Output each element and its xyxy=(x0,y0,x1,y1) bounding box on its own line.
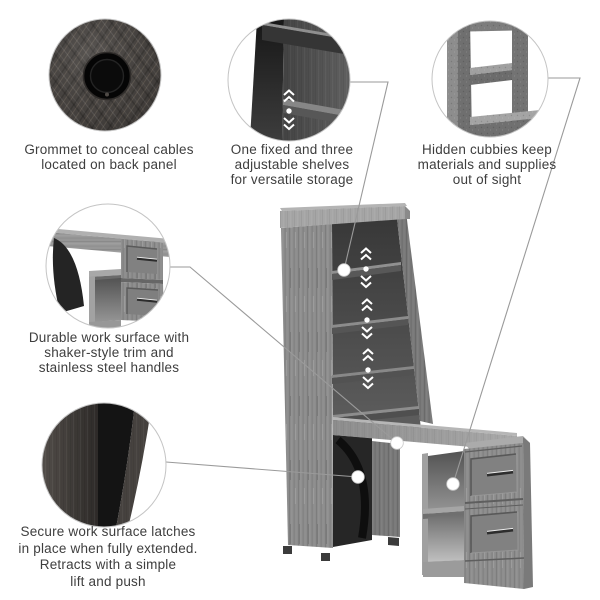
leader-lines xyxy=(165,77,581,485)
bookcase-foot-left xyxy=(283,546,292,554)
chevron-up-down-icon-closeup xyxy=(283,89,295,131)
worksurface-closeup-cubby xyxy=(95,278,121,322)
bookcase-top-right-cap xyxy=(405,206,410,219)
cabinet-right-side xyxy=(523,437,533,589)
callout-circle-grommet xyxy=(48,18,162,132)
callout-dot-shelf xyxy=(337,263,351,277)
chevron-up-down-icon-2 xyxy=(361,298,373,340)
bookcase-foot-right xyxy=(321,553,330,561)
callout-circle-shelves xyxy=(227,18,351,142)
caption-cubbies: Hidden cubbies keep materials and suppli… xyxy=(417,142,557,187)
cabinet-cubbies xyxy=(422,451,464,577)
cubby-bottom xyxy=(423,560,464,577)
leader-cubbies xyxy=(452,77,581,485)
drawer-top-handle xyxy=(486,470,514,477)
cubby-opening-bottom xyxy=(428,514,464,562)
caption-work-surface: Durable work surface with shaker-style t… xyxy=(28,330,190,375)
adjustable-shelf-3 xyxy=(332,366,414,384)
callout-dot-desk xyxy=(390,436,404,450)
cabinet-top xyxy=(464,436,530,450)
callout-dots xyxy=(337,263,460,491)
bookcase-top-surface xyxy=(280,203,407,211)
bookcase-right-panel xyxy=(397,212,433,424)
desk-top-sliver xyxy=(333,417,517,436)
callout-dot-latch xyxy=(351,470,365,484)
callout-circle-latch xyxy=(41,402,167,528)
worksurface-closeup-drawer2 xyxy=(126,287,159,316)
shelf-closeup-side-wall xyxy=(250,19,284,141)
callout-circle-cubbies xyxy=(431,20,549,138)
adjustable-shelf-indicator-icons xyxy=(360,247,374,390)
chevron-up-down-icon-3 xyxy=(362,348,374,390)
callout-dot-cubby xyxy=(446,477,460,491)
leader-shelves xyxy=(343,81,389,271)
bookcase xyxy=(280,203,433,561)
leader-work-surface xyxy=(170,266,398,444)
desk-leg xyxy=(372,441,400,537)
caption-latch: Secure work surface latches in place whe… xyxy=(18,524,198,589)
shelf-closeup-top-shelf xyxy=(262,25,350,55)
drawer-gap-lines xyxy=(464,445,525,562)
adjustable-shelf-2 xyxy=(332,316,408,334)
drawer-cabinet xyxy=(422,436,533,589)
leader-latch xyxy=(165,461,359,478)
leg-foot xyxy=(388,537,399,546)
worksurface-closeup-drawer1 xyxy=(126,245,158,274)
cubby-closeup-left-stile xyxy=(447,21,472,137)
drawer-bottom xyxy=(470,511,519,554)
cubby-closeup-top-rail xyxy=(444,21,540,32)
shelf-closeup-mid-shelf xyxy=(283,105,350,125)
caption-grommet: Grommet to conceal cables located on bac… xyxy=(24,142,194,172)
latch-closeup-black-arm xyxy=(98,403,135,527)
drawer-top xyxy=(470,453,518,497)
callout-circle-work-surface xyxy=(45,203,171,329)
caption-shelves: One fixed and three adjustable shelves f… xyxy=(230,142,354,187)
cubby-opening-top xyxy=(428,451,464,512)
drawer-bottom-handle xyxy=(486,528,514,535)
bookcase-left-side-panel xyxy=(281,224,333,548)
cubby-closeup-mid-shelf xyxy=(470,63,512,85)
chevron-up-down-icon-1 xyxy=(360,247,372,289)
worksurface-closeup-shadow xyxy=(52,238,84,313)
